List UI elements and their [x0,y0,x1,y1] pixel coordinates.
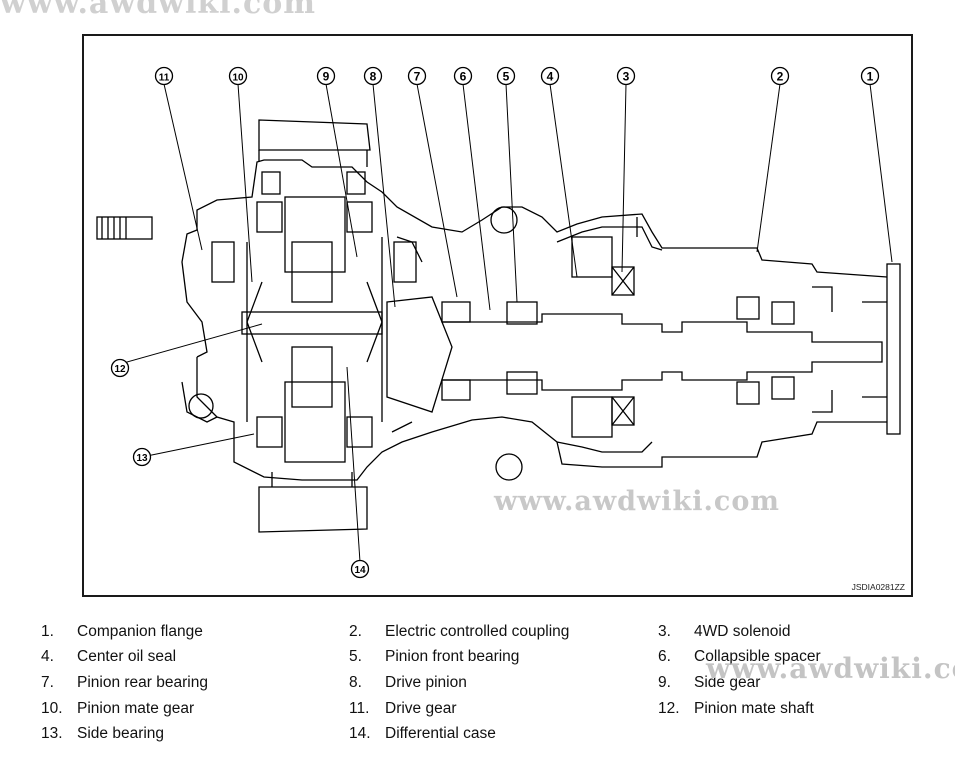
svg-text:12: 12 [114,364,126,375]
bottom-block [258,486,368,533]
legend-label: Pinion rear bearing [77,674,208,691]
legend-number: 4. [41,648,54,665]
svg-text:1: 1 [867,70,874,84]
svg-text:7: 7 [414,70,421,84]
legend-label: Pinion mate shaft [694,700,814,717]
svg-text:9: 9 [323,70,330,84]
callout-14: 14 [350,559,370,579]
watermark-top: www.awdwiki.com [0,0,317,21]
housing-outline-upper [196,159,888,278]
legend-label: Collapsible spacer [694,648,821,665]
callout-12: 12 [110,358,130,378]
svg-text:8: 8 [370,70,377,84]
legend-number: 14. [349,725,371,742]
differential-case [246,237,383,422]
top-block [258,119,371,151]
parts-legend: 1. Companion flange 2. Electric controlled… [0,618,955,758]
legend-label: Drive pinion [385,674,467,691]
callout-10: 10 [228,66,248,86]
legend-label: Drive gear [385,700,457,717]
legend-label: Companion flange [77,623,203,640]
watermark-diagram: www.awdwiki.com [494,486,780,517]
legend-number: 10. [41,700,63,717]
legend-label: Side bearing [77,725,165,742]
svg-text:13: 13 [136,453,148,464]
callout-9: 9 [316,66,336,86]
mount-hole [188,393,214,419]
legend-label: Side gear [694,674,761,691]
svg-text:6: 6 [460,70,467,84]
legend-number: 8. [349,674,362,691]
callout-13: 13 [132,447,152,467]
legend-label: Pinion front bearing [385,648,520,665]
oil-seal [812,286,833,413]
legend-label: Pinion mate gear [77,700,195,717]
callout-3: 3 [616,66,636,86]
legend-label: Electric controlled coupling [385,623,570,640]
svg-text:2: 2 [777,70,784,84]
legend-number: 5. [349,648,362,665]
legend-label: Center oil seal [77,648,177,665]
callout-8: 8 [363,66,383,86]
coupling-housing [556,226,663,453]
callout-7: 7 [407,66,427,86]
svg-text:10: 10 [232,73,244,84]
legend-number: 7. [41,674,54,691]
svg-text:11: 11 [159,73,170,84]
callout-5: 5 [496,66,516,86]
housing-outline-lower [196,357,887,481]
legend-label: Differential case [385,725,496,742]
svg-text:14: 14 [354,565,366,576]
legend-number: 3. [658,623,671,640]
svg-text:4: 4 [547,70,554,84]
watermark-legend: www.awdwiki.com [706,652,955,685]
diagram-frame: 1 2 3 4 5 6 7 8 9 10 11 12 13 14 JSDIA02… [82,34,913,597]
callout-2: 2 [770,66,790,86]
legend-number: 6. [658,648,671,665]
pinion-shaft [442,313,883,391]
cutaway-diagram: 1 2 3 4 5 6 7 8 9 10 11 12 13 14 [96,66,901,579]
legend-label: 4WD solenoid [694,623,791,640]
companion-flange [886,263,901,435]
legend-number: 1. [41,623,54,640]
legend-number: 12. [658,700,680,717]
diagram-code: JSDIA0281ZZ [851,582,905,592]
left-bolt [96,216,153,240]
svg-text:3: 3 [623,70,630,84]
legend-number: 13. [41,725,63,742]
legend-number: 2. [349,623,362,640]
callout-1: 1 [860,66,880,86]
pinion-mate-shaft [241,311,383,335]
legend-number: 11. [349,700,370,717]
svg-text:5: 5 [503,70,510,84]
legend-number: 9. [658,674,671,691]
callout-6: 6 [453,66,473,86]
callout-4: 4 [540,66,560,86]
callout-11: 11 [154,66,174,86]
